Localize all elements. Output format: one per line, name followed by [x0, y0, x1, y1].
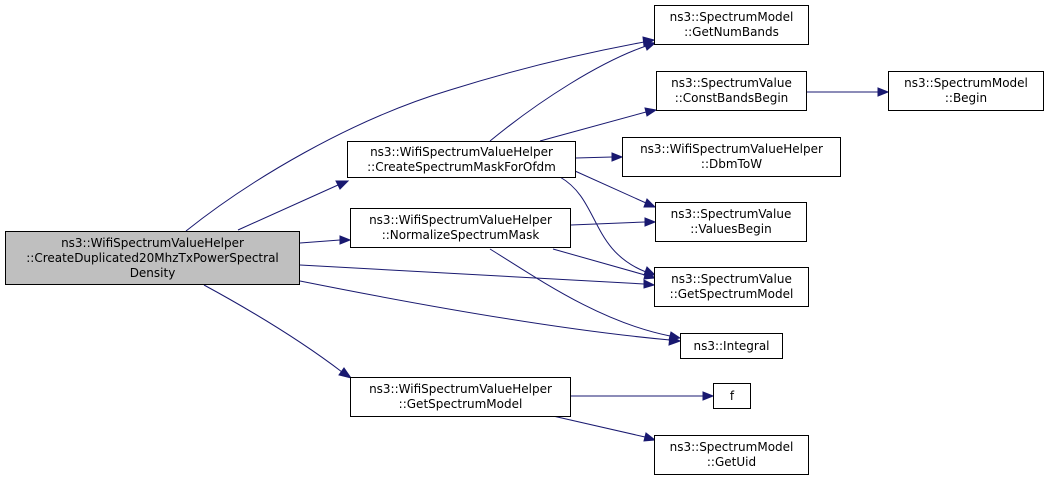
node-label-line: ::ValuesBegin [690, 222, 772, 236]
node-label-line: ns3::SpectrumValue [670, 207, 792, 221]
node-label-line: Density [129, 265, 176, 280]
node-label-line: ns3::Integral [693, 338, 770, 353]
node-label-line: f [729, 388, 735, 403]
node-label-line: ns3::WifiSpectrumValueHelper [369, 213, 552, 227]
arrowhead [611, 152, 624, 162]
node-helper-get-spectrum-model[interactable]: ns3::WifiSpectrumValueHelper ::GetSpectr… [350, 377, 571, 417]
edge-normalize-mask-to-value-get-model [552, 248, 646, 276]
node-f[interactable]: f [713, 383, 751, 409]
node-dbm-to-w[interactable]: ns3::WifiSpectrumValueHelper ::DbmToW [622, 137, 841, 177]
edge-create-mask-to-dbm-to-w [575, 156, 613, 159]
arrowhead [643, 198, 657, 208]
node-label-line: ::CreateDuplicated20MhzTxPowerSpectral [26, 250, 279, 265]
node-spectrum-value-const-bands-begin[interactable]: ns3::SpectrumValue ::ConstBandsBegin [656, 71, 807, 111]
node-spectrum-model-get-num-bands[interactable]: ns3::SpectrumModel ::GetNumBands [654, 5, 809, 45]
arrowhead [643, 279, 656, 289]
edge-helper-get-model-to-get-uid [552, 415, 646, 438]
node-integral[interactable]: ns3::Integral [680, 333, 783, 359]
edge-root-to-normalize-mask [299, 239, 341, 244]
node-label-line: ns3::WifiSpectrumValueHelper [370, 144, 553, 159]
node-spectrum-model-get-uid[interactable]: ns3::SpectrumModel ::GetUid [654, 435, 809, 475]
edge-create-mask-to-const-bands-begin [539, 111, 647, 142]
node-label-line: ::Begin [944, 91, 988, 105]
node-label-line: ns3::WifiSpectrumValueHelper [640, 142, 823, 156]
arrowhead [339, 235, 352, 245]
node-label-line: ::GetSpectrumModel [669, 287, 794, 301]
edge-create-mask-to-value-get-model [559, 176, 647, 273]
node-create-duplicated-20mhz-tx-power-spectral-density: ns3::WifiSpectrumValueHelper ::CreateDup… [5, 231, 300, 285]
arrowhead [644, 217, 657, 227]
node-label-line: ::DbmToW [700, 157, 763, 171]
arrowhead [643, 270, 657, 280]
arrowhead [643, 432, 657, 442]
node-label-line: ::GetUid [706, 455, 757, 469]
node-label-line: ns3::SpectrumModel [904, 76, 1028, 90]
node-label-line: ::GetSpectrumModel [398, 397, 523, 411]
edge-normalize-mask-to-values-begin [570, 221, 646, 226]
arrowhead [338, 367, 353, 379]
node-create-spectrum-mask-for-ofdm[interactable]: ns3::WifiSpectrumValueHelper ::CreateSpe… [347, 141, 576, 178]
arrowhead [877, 87, 890, 97]
arrowhead [668, 331, 682, 341]
node-label-line: ns3::SpectrumModel [669, 440, 794, 454]
arrowhead [335, 180, 350, 190]
node-label-line: ::ConstBandsBegin [674, 91, 789, 105]
node-spectrum-value-values-begin[interactable]: ns3::SpectrumValue ::ValuesBegin [655, 202, 807, 242]
edge-root-to-helper-get-model [203, 284, 343, 373]
edge-root-to-get-num-bands [185, 41, 645, 232]
edge-create-mask-to-get-num-bands [489, 45, 647, 142]
edge-create-mask-to-values-begin [574, 170, 647, 204]
node-label-line: ns3::WifiSpectrumValueHelper [369, 382, 552, 396]
arrowhead [643, 41, 657, 51]
node-label-line: ns3::SpectrumModel [669, 10, 794, 24]
edge-normalize-mask-to-integral [489, 248, 671, 337]
node-normalize-spectrum-mask[interactable]: ns3::WifiSpectrumValueHelper ::Normalize… [350, 208, 571, 248]
edge-root-to-value-get-model [299, 264, 645, 285]
node-label-line: ::CreateSpectrumMaskForOfdm [367, 159, 556, 174]
arrowhead [644, 107, 658, 117]
node-spectrum-model-begin[interactable]: ns3::SpectrumModel ::Begin [888, 71, 1044, 111]
node-label-line: ::GetNumBands [684, 25, 779, 39]
edge-root-to-integral [299, 280, 671, 341]
node-label-line: ns3::SpectrumValue [671, 272, 792, 286]
node-label-line: ::NormalizeSpectrumMask [381, 228, 540, 242]
arrowhead [702, 391, 715, 401]
node-label-line: ns3::WifiSpectrumValueHelper [61, 235, 244, 250]
node-spectrum-value-get-spectrum-model[interactable]: ns3::SpectrumValue ::GetSpectrumModel [654, 267, 809, 307]
edge-root-to-create-mask [237, 184, 339, 231]
node-label-line: ns3::SpectrumValue [671, 76, 792, 90]
